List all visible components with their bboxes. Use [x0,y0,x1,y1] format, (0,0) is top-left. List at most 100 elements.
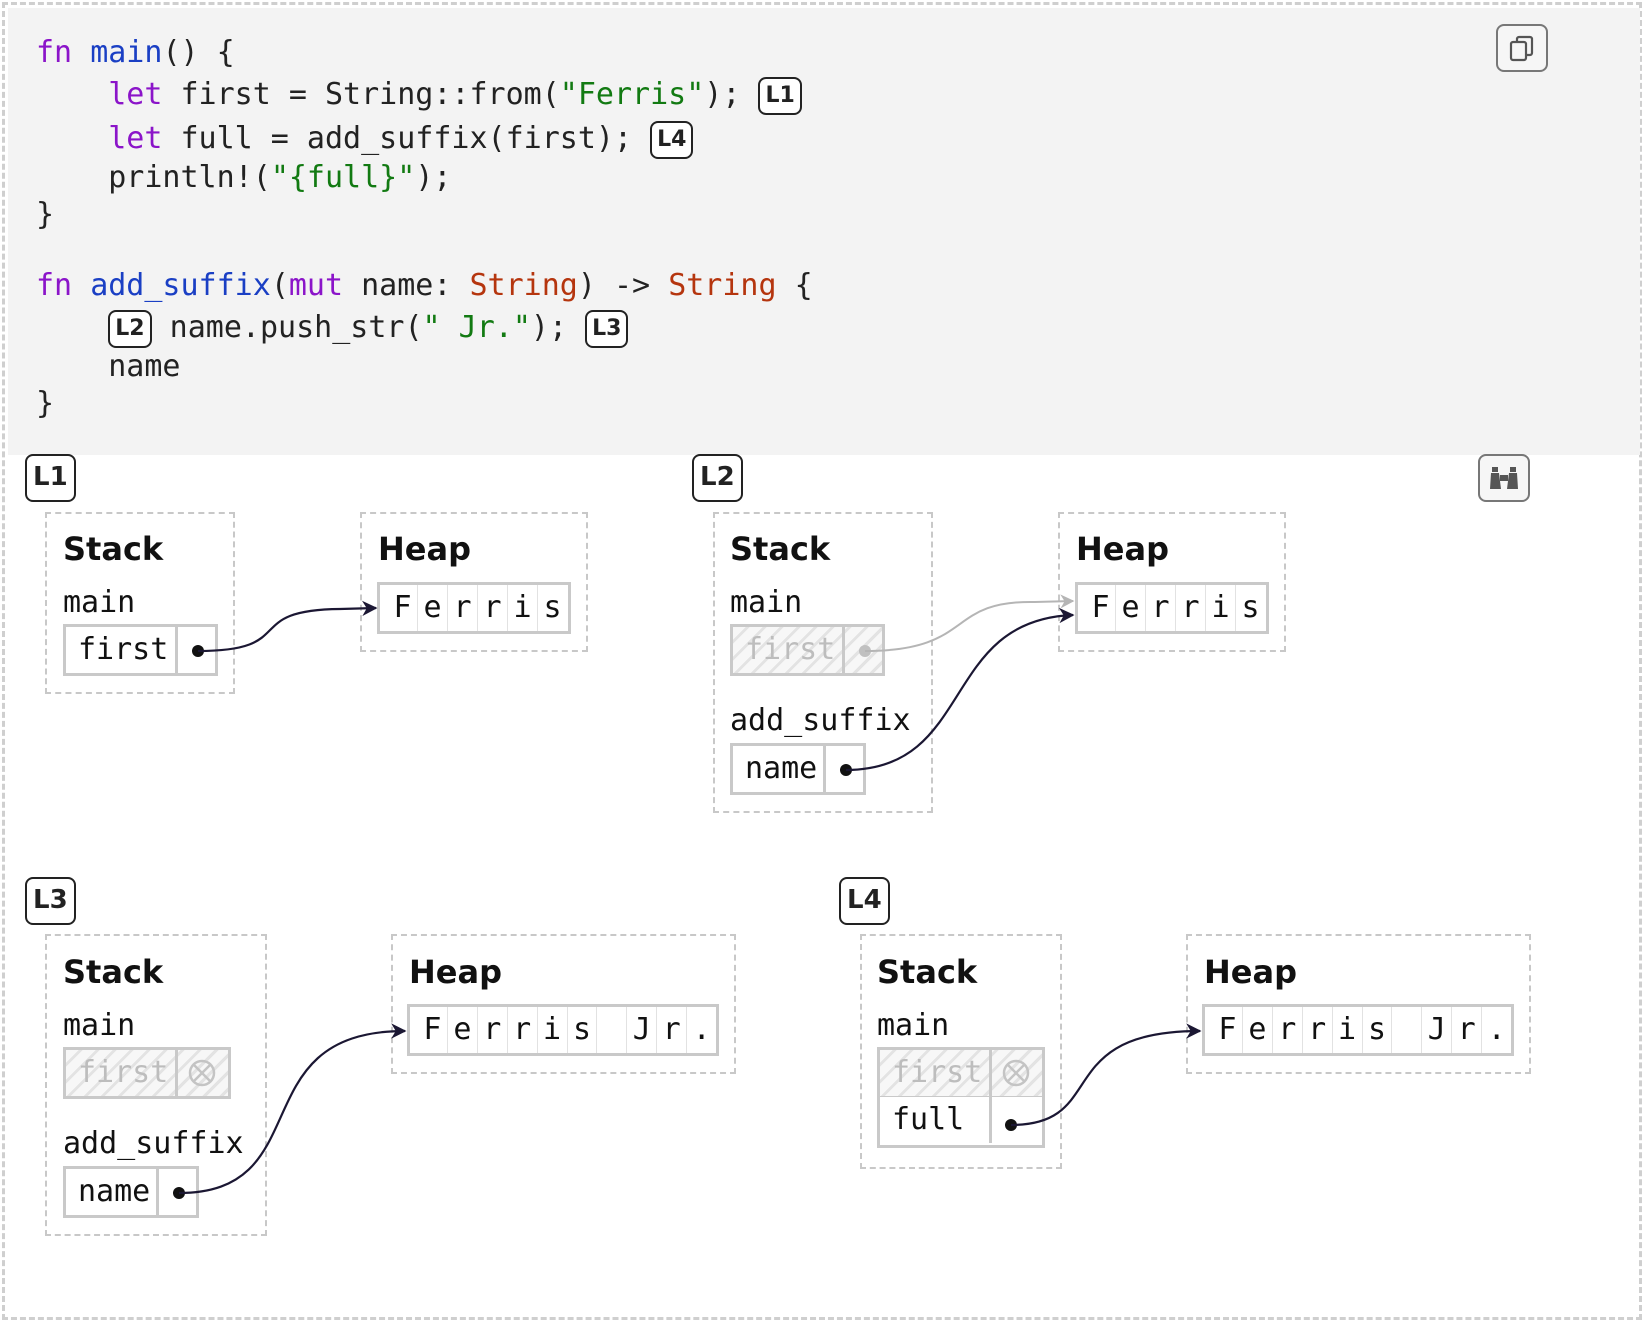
var-name: first [892,1055,983,1090]
frame-name-main: main [877,1008,950,1043]
code-token: println!( [36,160,271,195]
heap-char: i [1206,585,1236,631]
code-step-badge[interactable]: L2 [108,309,152,348]
var-cell-first-freed: first [877,1047,1045,1099]
heap-region-l3 [391,934,736,1074]
heap-char: . [1487,1012,1506,1047]
code-token: " Jr." [422,310,531,345]
heap-char [1392,1007,1423,1053]
heap-char: J [627,1007,658,1053]
heap-char: F [418,1007,448,1053]
stack-title-l4: Stack [877,953,978,991]
var-name: first [78,632,169,667]
heap-char: i [538,1007,568,1053]
code-line: let first = String::from("Ferris"); L1 [36,75,802,115]
heap-title-l1: Heap [378,530,471,568]
code-token: ); [530,310,586,345]
heap-region-l2 [1058,512,1286,652]
heap-char: J [1422,1007,1453,1053]
stack-region-l1 [45,512,235,694]
frame-name-add-suffix: add_suffix [63,1126,244,1161]
code-line: fn main() { [36,33,235,73]
code-token: name [36,349,181,384]
heap-char: i [1333,1007,1363,1053]
code-line: println!("{full}"); [36,158,451,198]
copy-icon [1509,35,1534,62]
pointer-arrow-moved [864,594,1075,652]
code-token: "Ferris" [559,77,705,112]
code-step-badge[interactable]: L4 [650,120,694,159]
heap-char: r [1452,1007,1483,1053]
code-token: fn [36,35,73,70]
heap-char: i [508,585,538,631]
step-label-l4: L4 [839,877,890,925]
step-label-l2: L2 [692,454,743,502]
code-token: name: [343,268,470,303]
code-token: "{full}" [270,160,416,195]
heap-char: s [1363,1007,1393,1053]
code-step-badge[interactable]: L3 [585,309,629,348]
code-token: first = String::from( [162,77,560,112]
step-label-l3: L3 [25,877,76,925]
copy-button[interactable] [1496,24,1548,72]
heap-char: r [508,1007,538,1053]
var-name: name [78,1174,151,1209]
heap-char: r [1303,1007,1333,1053]
heap-char: . [692,1012,711,1047]
pointer-slot [989,1097,1042,1143]
code-token: ); [415,160,452,195]
heap-title-l3: Heap [409,953,502,991]
heap-char: r [1146,585,1176,631]
code-token: main [90,35,163,70]
code-token: add_suffix [90,268,271,303]
code-token: String [668,268,777,303]
code-block: fn main() { let first = String::from("Fe… [8,8,1640,455]
heap-char: e [1243,1007,1273,1053]
code-line: name [36,347,181,387]
heap-char: r [478,1007,508,1053]
var-name: first [745,632,836,667]
frame-name-main: main [730,585,803,620]
var-name: first [78,1055,169,1090]
step-label-l1: L1 [25,454,76,502]
code-step-badge[interactable]: L1 [758,76,802,115]
dangling-pointer-icon [175,1050,228,1096]
heap-char: s [543,590,562,625]
code-token: mut [288,268,344,303]
frame-name-main: main [63,1008,136,1043]
code-line: let full = add_suffix(first); L4 [36,119,694,159]
pointer-arrow [178,1023,407,1195]
binoculars-icon [1490,467,1518,489]
heap-char [597,1007,628,1053]
code-line: } [36,195,54,235]
heap-char: F [1213,1007,1243,1053]
heap-char: r [1176,585,1206,631]
var-cell-name: name [730,743,866,795]
stack-title-l1: Stack [63,530,164,568]
code-token: () { [162,35,235,70]
heap-region-l4 [1186,934,1531,1074]
pointer-arrow [197,600,378,653]
stack-region-l4 [860,934,1062,1169]
stack-title-l2: Stack [730,530,831,568]
stack-region-l2 [713,512,933,813]
code-line: } [36,384,54,424]
heap-char: s [1241,590,1260,625]
heap-title-l4: Heap [1204,953,1297,991]
heap-char: e [418,585,448,631]
code-token: String [469,268,578,303]
binoculars-button[interactable] [1478,454,1530,502]
heap-char: F [1086,585,1116,631]
code-token: name.push_str( [151,310,423,345]
code-token: full = add_suffix(first); [162,121,651,156]
pointer-arrow [1010,1023,1202,1127]
var-name: full [892,1102,965,1137]
frame-name-add-suffix: add_suffix [730,703,911,738]
pointer-slot [175,627,215,673]
code-token: } [36,197,55,232]
heap-char: e [448,1007,478,1053]
